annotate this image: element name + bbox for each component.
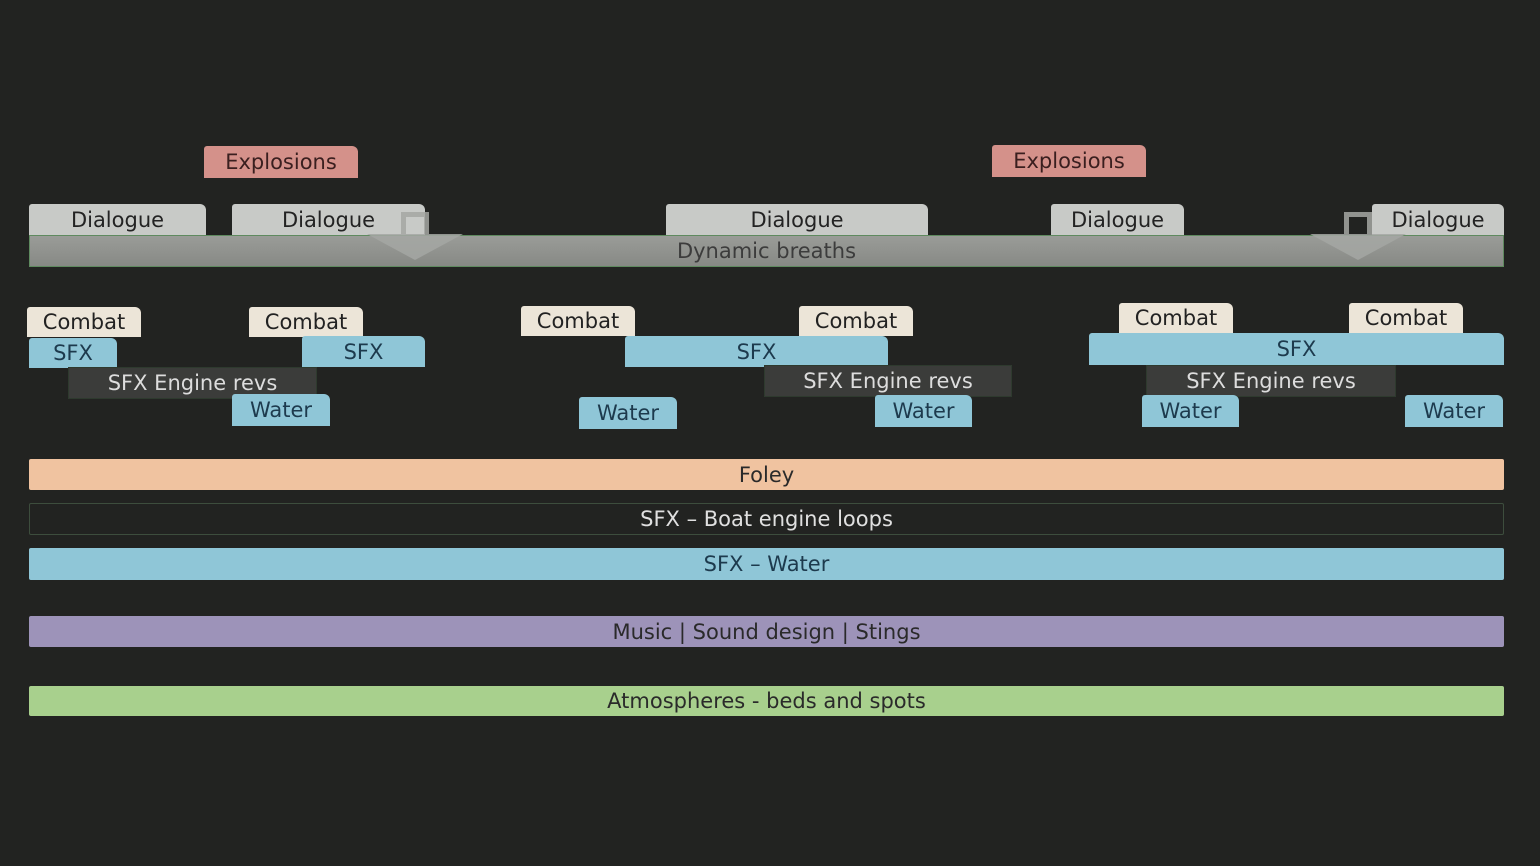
boat-engine-loops-bar: SFX – Boat engine loops: [29, 503, 1504, 535]
combat-block: Combat: [799, 306, 913, 336]
duck-arrow-icon: [1344, 212, 1372, 234]
combat-block: Combat: [249, 307, 363, 337]
explosions-block: Explosions: [992, 145, 1146, 177]
sfx-block: SFX: [302, 336, 425, 367]
dialogue-block: Dialogue: [29, 204, 206, 235]
engine-revs-block: SFX Engine revs: [1146, 365, 1396, 397]
water-block: Water: [1405, 395, 1503, 427]
water-block: Water: [579, 397, 677, 429]
duck-arrow-icon: [401, 212, 429, 234]
atmospheres-bar: Atmospheres - beds and spots: [29, 686, 1504, 716]
sfx-block: SFX: [29, 338, 117, 368]
engine-revs-block: SFX Engine revs: [68, 367, 317, 399]
engine-revs-block: SFX Engine revs: [764, 365, 1012, 397]
combat-block: Combat: [1119, 303, 1233, 333]
down-arrow-icon: [367, 234, 463, 260]
water-block: Water: [1142, 395, 1239, 427]
explosions-block: Explosions: [204, 146, 358, 178]
dialogue-block: Dialogue: [232, 204, 425, 235]
water-block: Water: [232, 394, 330, 426]
combat-block: Combat: [27, 307, 141, 337]
combat-block: Combat: [521, 306, 635, 336]
combat-block: Combat: [1349, 303, 1463, 333]
music-bar: Music | Sound design | Stings: [29, 616, 1504, 647]
dialogue-block: Dialogue: [1372, 204, 1504, 235]
dialogue-block: Dialogue: [666, 204, 928, 235]
sfx-block: SFX: [625, 336, 888, 367]
sfx-water-bar: SFX – Water: [29, 548, 1504, 580]
sfx-block: SFX: [1089, 333, 1504, 365]
dynamic-breaths-bar: Dynamic breaths: [29, 235, 1504, 267]
dialogue-block: Dialogue: [1051, 204, 1184, 235]
foley-bar: Foley: [29, 459, 1504, 490]
water-block: Water: [875, 395, 972, 427]
down-arrow-icon: [1310, 234, 1406, 260]
